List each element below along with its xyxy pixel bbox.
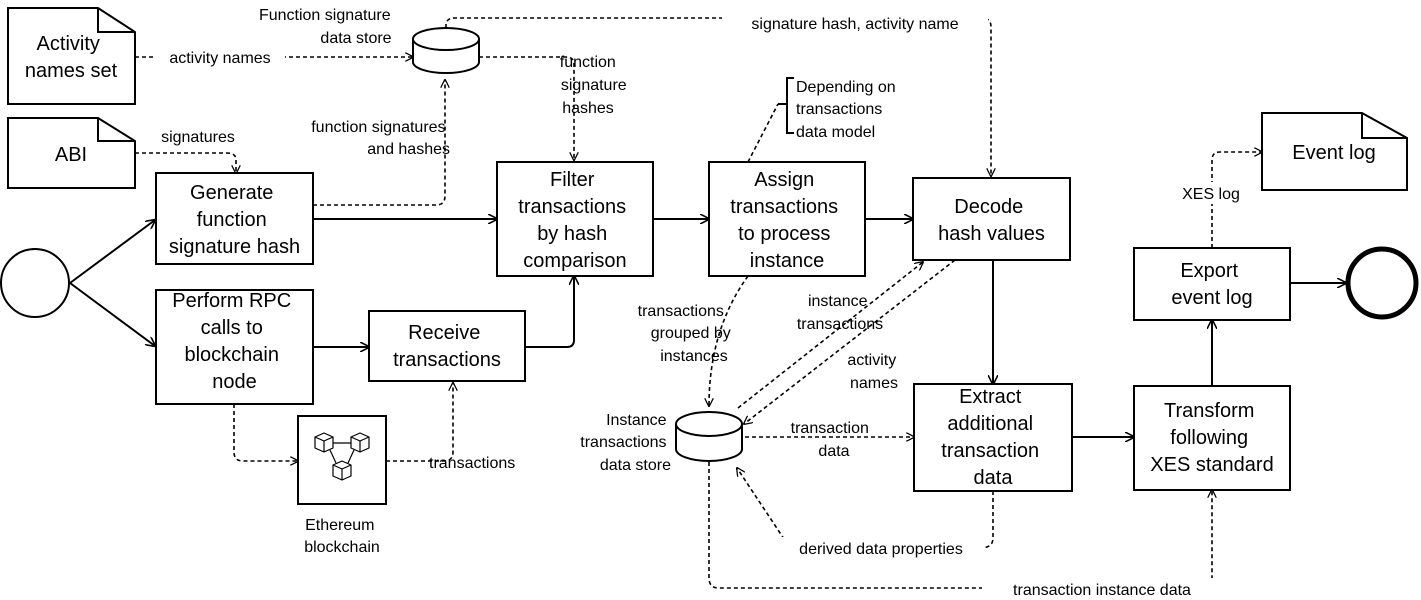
blockchain-cubes-icon [314, 432, 370, 481]
annotation-text: Depending on transactions data model [796, 79, 900, 141]
label-transaction-data: transaction data [791, 420, 874, 460]
task-rpc-text: Perform RPC calls to blockchain node [172, 290, 296, 393]
assoc-store-to-decode-instance [737, 262, 923, 409]
task-transform-xes: Transform following XES standard [1133, 385, 1291, 491]
ethereum-text: Ethereum blockchain [304, 517, 380, 556]
document-event-log-text: Event log [1292, 142, 1375, 164]
label-signatures: signatures [161, 129, 235, 146]
task-export-text: Export event log [1171, 260, 1252, 309]
flow-receive-to-filter [525, 276, 574, 348]
task-decode-hash-values: Decode hash values [912, 177, 1071, 261]
assoc-assign-to-store [709, 275, 749, 406]
store-function-signature-label: Function signature data store [259, 7, 395, 47]
task-assign-transactions: Assign transactions to process instance [708, 161, 866, 277]
task-generate-text: Generate function signature hash [169, 182, 300, 258]
data-store-function-signature [412, 27, 480, 74]
assoc-assign-to-annotation [747, 103, 779, 163]
assoc-export-to-event-log [1211, 152, 1262, 248]
sequence-flows [69, 219, 1346, 437]
store-instance-transactions-label: Instance transactions data store [580, 412, 671, 474]
task-perform-rpc-calls: Perform RPC calls to blockchain node [155, 289, 314, 405]
start-event [0, 248, 70, 318]
task-extract-text: Extract additional transaction data [941, 386, 1044, 489]
label-function-signatures-and-hashes: function signatures and hashes [311, 119, 450, 158]
label-activity-names: activity names [169, 50, 270, 67]
assoc-abi-to-generate [135, 152, 236, 173]
assoc-store-to-transform [708, 462, 1212, 589]
label-transactions-grouped-by-instances: transactions grouped by instances [638, 303, 736, 365]
document-abi: ABI [7, 117, 136, 189]
task-receive-text: Receive transactions [393, 322, 501, 371]
task-extract-additional-data: Extract additional transaction data [913, 383, 1073, 492]
label-transactions: transactions [429, 455, 515, 472]
label-function-signature-hashes: function signature hashes [560, 54, 631, 117]
flow-start-to-generate [69, 220, 155, 284]
ethereum-blockchain: Ethereum blockchain [297, 415, 387, 556]
task-decode-text: Decode hash values [938, 196, 1045, 245]
task-filter-transactions: Filter transactions by hash comparison [496, 161, 654, 277]
edge-labels: activity names signatures function signa… [155, 11, 1253, 600]
label-xes-log: XES log [1182, 186, 1240, 203]
label-activity-names-to-store: activity names [847, 352, 900, 392]
task-filter-text: Filter transactions by hash comparison [518, 169, 631, 272]
assoc-rpc-to-ethereum [233, 404, 298, 461]
task-assign-text: Assign transactions to process instance [730, 169, 843, 272]
task-transform-text: Transform following XES standard [1150, 400, 1273, 476]
label-derived-data-properties: derived data properties [799, 541, 963, 558]
end-event [1345, 246, 1419, 320]
label-signature-hash-activity-name: signature hash, activity name [751, 16, 958, 33]
assoc-ethereum-to-receive [386, 383, 453, 462]
data-store-instance-transactions [675, 411, 743, 462]
document-event-log: Event log [1261, 112, 1408, 191]
annotation-depending-on-data-model: Depending on transactions data model [778, 77, 900, 141]
label-transaction-instance-data: transaction instance data [1013, 582, 1191, 599]
task-export-event-log: Export event log [1133, 247, 1291, 321]
document-abi-text: ABI [55, 144, 87, 166]
document-activity-names-set: Activity names set [7, 7, 136, 105]
task-receive-transactions: Receive transactions [368, 310, 526, 382]
task-generate-function-signature-hash: Generate function signature hash [155, 172, 314, 265]
label-instance-transactions: instance transactions [797, 293, 883, 333]
assoc-store-to-decode [445, 17, 991, 176]
flow-start-to-rpc [69, 282, 155, 346]
assoc-store-to-filter [479, 56, 574, 160]
assoc-decode-to-store-activity [744, 259, 956, 424]
document-activity-names-text: Activity names set [25, 33, 118, 82]
